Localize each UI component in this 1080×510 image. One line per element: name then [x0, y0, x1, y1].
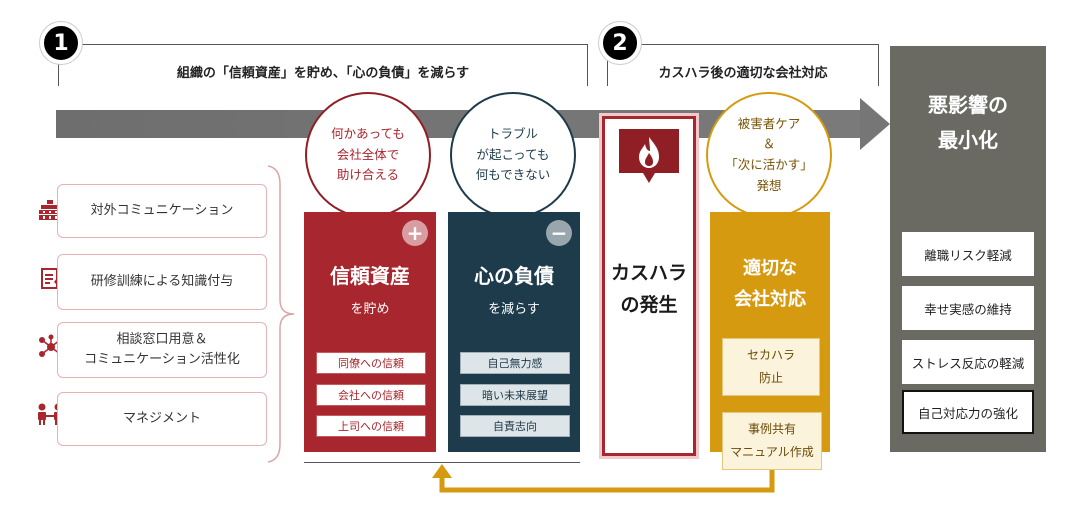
debt-column: − 心の負債 を減らす 自己無力感 暗い未来展望 自責志向 [448, 212, 580, 452]
left-bracket-brace [267, 165, 295, 463]
feedback-loop-arrow [432, 464, 775, 493]
trust-column: + 信頼資産 を貯め 同僚への信頼 会社への信頼 上司への信頼 [304, 212, 436, 452]
left-item-training: 研修訓練による知識付与 [57, 254, 267, 310]
minus-icon: − [546, 220, 572, 246]
bubble-trust: 何かあっても 会社全体で 助け合える [305, 92, 431, 218]
result-item-highlight: 自己対応力の強化 [902, 390, 1034, 434]
incident-column: カスハラ の発生 [602, 116, 696, 456]
bubble-debt: トラブル が起こっても 何もできない [450, 92, 576, 218]
debt-tag: 暗い未来展望 [460, 384, 570, 406]
step1-badge: 1 [40, 22, 82, 64]
result-title: 悪影響の 最小化 [928, 93, 1008, 152]
debt-tag: 自己無力感 [460, 352, 570, 374]
step2-bracket [607, 44, 879, 86]
result-item: 幸せ実感の維持 [902, 286, 1034, 330]
debt-title: 心の負債 [474, 264, 554, 288]
trust-subtitle: を貯め [350, 302, 390, 317]
incident-title: カスハラ の発生 [610, 262, 687, 317]
bubble-care: 被害者ケア ＆ 「次に活かす」 発想 [706, 92, 832, 218]
trust-tag: 上司への信頼 [316, 415, 426, 437]
building-icon [38, 198, 62, 226]
left-item-external-communication: 対外コミュニケーション [57, 184, 267, 238]
response-box: 事例共有 マニュアル作成 [722, 412, 822, 470]
left-item-consultation: 相談窓口用意＆ コミュニケーション活性化 [57, 322, 267, 378]
columns-baseline [304, 462, 580, 463]
process-arrow-head [860, 98, 890, 150]
debt-subtitle: を減らす [488, 302, 540, 317]
left-item-management: マネジメント [57, 392, 267, 446]
step1-bracket [58, 44, 588, 86]
trust-tag: 同僚への信頼 [316, 352, 426, 374]
result-item: ストレス反応の軽減 [902, 340, 1034, 384]
debt-tag: 自責志向 [460, 415, 570, 437]
trust-tag: 会社への信頼 [316, 384, 426, 406]
result-panel: 悪影響の 最小化 離職リスク軽減 幸せ実感の維持 ストレス反応の軽減 自己対応力… [890, 46, 1046, 452]
step2-badge: 2 [599, 22, 641, 64]
response-title: 適切な 会社対応 [734, 258, 806, 310]
flame-alert-icon [619, 129, 679, 191]
step1-heading: 組織の「信頼資産」を貯め、「心の負債」を減らす [176, 66, 470, 81]
trust-title: 信頼資産 [330, 264, 410, 288]
plus-icon: + [402, 220, 428, 246]
step2-heading: カスハラ後の適切な会社対応 [658, 66, 828, 81]
response-box: セカハラ 防止 [722, 338, 820, 396]
result-item: 離職リスク軽減 [902, 232, 1034, 276]
